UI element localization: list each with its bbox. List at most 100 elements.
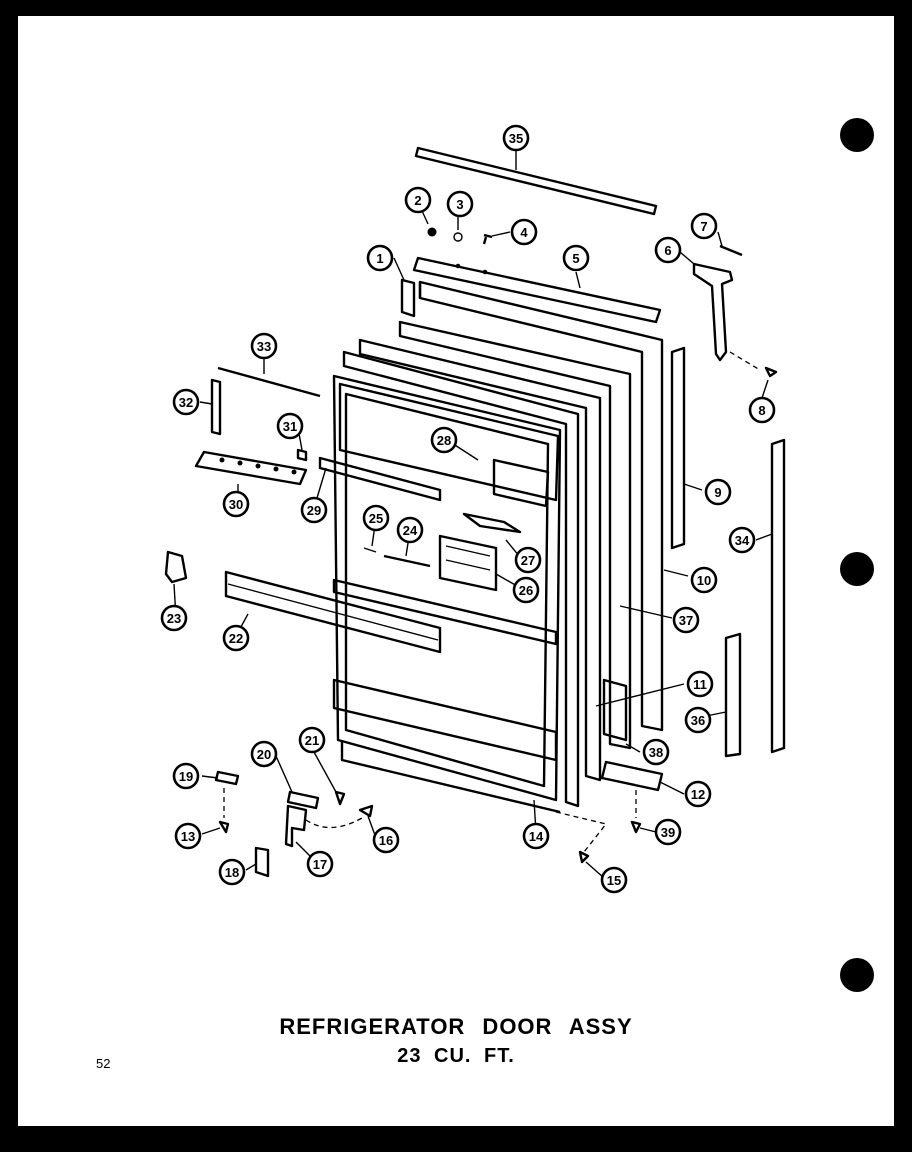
callout-label: 11 — [693, 677, 707, 692]
callout-38: 38 — [642, 738, 670, 766]
bottom-hinge-plate — [600, 760, 664, 792]
side-trim — [770, 438, 786, 754]
door-panel — [398, 320, 632, 750]
callout-label: 35 — [509, 131, 523, 146]
callout-13: 13 — [174, 822, 202, 850]
callout-label: 36 — [691, 713, 705, 728]
callout-34: 34 — [728, 526, 756, 554]
callout-32: 32 — [172, 388, 200, 416]
callout-label: 32 — [179, 395, 193, 410]
diagram-title: REFRIGERATOR DOOR ASSY — [279, 1014, 633, 1039]
door-liner — [332, 374, 562, 802]
callout-label: 7 — [700, 219, 707, 234]
dispenser-box — [438, 534, 498, 592]
callout-label: 21 — [305, 733, 319, 748]
top-trim-strip — [414, 146, 658, 216]
callout-label: 17 — [313, 857, 327, 872]
callout-11: 11 — [686, 670, 714, 698]
callout-19: 19 — [172, 762, 200, 790]
callout-28: 28 — [430, 426, 458, 454]
callout-25: 25 — [362, 504, 390, 532]
callout-31: 31 — [276, 412, 304, 440]
callout-6: 6 — [654, 236, 682, 264]
callout-24: 24 — [396, 516, 424, 544]
callout-21: 21 — [298, 726, 326, 754]
shelf-strip — [318, 456, 442, 502]
callout-1: 1 — [366, 244, 394, 272]
callout-2: 2 — [404, 186, 432, 214]
callout-label: 25 — [369, 511, 383, 526]
binder-hole-bottom — [840, 958, 874, 992]
callout-17: 17 — [306, 850, 334, 878]
callout-4: 4 — [510, 218, 538, 246]
callout-29: 29 — [300, 496, 328, 524]
binder-hole-top — [840, 118, 874, 152]
callout-label: 24 — [403, 523, 418, 538]
vertical-gasket-strip — [670, 346, 686, 550]
callout-39: 39 — [654, 818, 682, 846]
callout-5: 5 — [562, 244, 590, 272]
callout-label: 1 — [376, 251, 383, 266]
callout-33: 33 — [250, 332, 278, 360]
callout-label: 14 — [529, 829, 544, 844]
callout-3: 3 — [446, 190, 474, 218]
callout-12: 12 — [684, 780, 712, 808]
callout-label: 15 — [607, 873, 621, 888]
callout-label: 4 — [520, 225, 528, 240]
callout-label: 5 — [572, 251, 579, 266]
callout-label: 33 — [257, 339, 271, 354]
door-shelf-bar — [224, 570, 442, 654]
callout-37: 37 — [672, 606, 700, 634]
callout-label: 34 — [735, 533, 750, 548]
callout-30: 30 — [222, 490, 250, 518]
callout-label: 3 — [456, 197, 463, 212]
callout-label: 18 — [225, 865, 239, 880]
callout-26: 26 — [512, 576, 540, 604]
callout-label: 26 — [519, 583, 533, 598]
callout-label: 27 — [521, 553, 535, 568]
callout-label: 2 — [414, 193, 421, 208]
callout-label: 30 — [229, 497, 243, 512]
callout-7: 7 — [690, 212, 718, 240]
callout-label: 19 — [179, 769, 193, 784]
callout-10: 10 — [690, 566, 718, 594]
callout-18: 18 — [218, 858, 246, 886]
callout-label: 22 — [229, 631, 243, 646]
callout-label: 13 — [181, 829, 195, 844]
callout-15: 15 — [600, 866, 628, 894]
callout-label: 31 — [283, 419, 297, 434]
callout-8: 8 — [748, 396, 776, 424]
page-number: 52 — [96, 1056, 111, 1071]
callout-label: 23 — [167, 611, 181, 626]
callout-label: 8 — [758, 403, 765, 418]
short-trim — [724, 632, 742, 758]
callout-label: 39 — [661, 825, 675, 840]
callout-35: 35 — [502, 124, 530, 152]
callout-36: 36 — [684, 706, 712, 734]
callout-label: 10 — [697, 573, 711, 588]
callout-20: 20 — [250, 740, 278, 768]
callout-label: 38 — [649, 745, 663, 760]
callout-label: 29 — [307, 503, 321, 518]
callout-label: 37 — [679, 613, 693, 628]
callout-label: 28 — [437, 433, 451, 448]
callout-label: 12 — [691, 787, 705, 802]
bracket — [400, 278, 416, 318]
callout-9: 9 — [704, 478, 732, 506]
binder-hole-middle — [840, 552, 874, 586]
diagram-subtitle: 23 CU. FT. — [397, 1045, 515, 1067]
callout-27: 27 — [514, 546, 542, 574]
callout-label: 6 — [664, 243, 671, 258]
callout-label: 20 — [257, 747, 271, 762]
callout-22: 22 — [222, 624, 250, 652]
egg-tray — [194, 450, 308, 486]
callout-label: 16 — [379, 833, 393, 848]
dispenser-lid — [462, 512, 522, 534]
callout-23: 23 — [160, 604, 188, 632]
handle-clip — [164, 550, 188, 584]
hinge-cover-bar — [412, 256, 662, 324]
top-hinge — [692, 262, 734, 362]
callout-14: 14 — [522, 822, 550, 850]
callout-16: 16 — [372, 826, 400, 854]
